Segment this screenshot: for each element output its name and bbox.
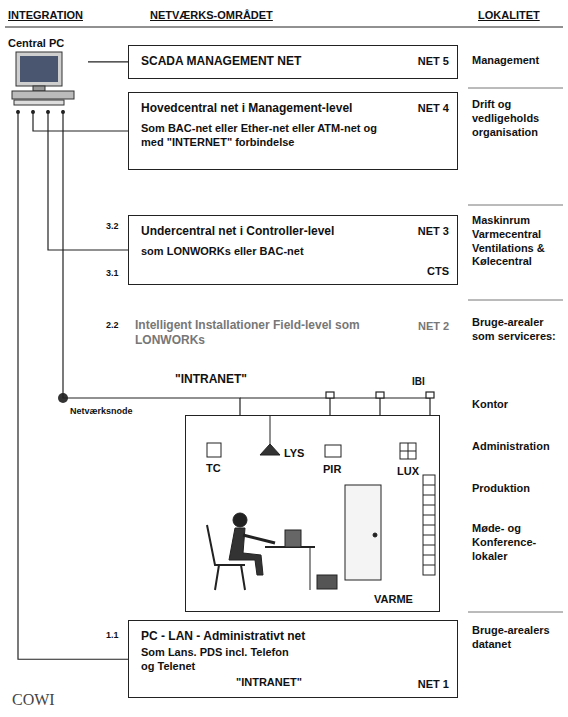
- node-text: Som BAC-net eller Ether-net eller ATM-ne…: [141, 121, 397, 150]
- node-text: TC: [206, 461, 221, 475]
- network-line: [33, 110, 128, 131]
- node-text: LUX: [397, 464, 419, 478]
- node-text: CTS: [427, 264, 449, 278]
- screen: [20, 56, 58, 82]
- column-header: INTEGRATION: [8, 9, 83, 23]
- network-name: "INTRANET": [175, 372, 247, 387]
- bus-tap: [429, 398, 430, 415]
- lamp-cord: [270, 415, 271, 445]
- room-box: TC LYS PIR LUX VARME: [185, 415, 440, 612]
- bus-line: [240, 397, 430, 398]
- callout-number: 2.2: [106, 320, 119, 331]
- location-text: Administration: [472, 440, 562, 454]
- callout-number: 1.1: [106, 630, 119, 641]
- bus-coupler: [426, 392, 434, 398]
- node-text: Som Lans. PDS incl. Telefon og Telenet: [141, 645, 291, 674]
- column-rule: [468, 300, 563, 301]
- company-logo: COWI: [12, 690, 55, 710]
- radiator-fins: [423, 485, 435, 565]
- computer-node: Central PC: [8, 36, 88, 110]
- base-unit: [12, 91, 74, 99]
- location-text: Management: [472, 54, 562, 68]
- network-line: [88, 61, 128, 62]
- column-header: LOKALITET: [478, 9, 540, 23]
- computer-icon: [12, 52, 74, 114]
- header-rule: [5, 27, 563, 28]
- network-box: Hovedcentral net i Management-levelSom B…: [128, 92, 458, 170]
- location-text: Maskinrum Varmecentral Ventilations & Kø…: [472, 214, 562, 269]
- node-text: NET 5: [418, 54, 449, 68]
- monitor-stand: [33, 86, 45, 91]
- net-number: NET 2: [418, 320, 449, 334]
- network-line: [18, 110, 128, 659]
- radiator: [423, 475, 435, 575]
- node-text: som LONWORKs eller BAC-net: [141, 244, 397, 258]
- network-line: [48, 110, 128, 250]
- node-text: "INTRANET": [141, 675, 397, 689]
- door-knob: [373, 533, 377, 537]
- floor-unit: [317, 575, 337, 589]
- desk-leg: [310, 547, 311, 590]
- node-text: NET 4: [418, 101, 449, 115]
- network-level-text: Intelligent Installationer Field-level s…: [135, 318, 365, 348]
- callout-number: 3.2: [106, 221, 119, 232]
- location-text: Bruge-arealers datanet: [472, 624, 562, 652]
- person-head: [233, 513, 247, 527]
- desk-monitor: [285, 530, 301, 547]
- room-illustration: [207, 415, 435, 590]
- column-header: NETVÆRKS-OMRÅDET: [150, 9, 273, 23]
- monitor: [16, 52, 62, 86]
- thermostat-icon: [207, 443, 221, 457]
- node-text: Central PC: [8, 36, 64, 50]
- node-text: NET 1: [418, 677, 449, 691]
- location-text: Produktion: [472, 482, 562, 496]
- network-box: SCADA MANAGEMENT NET NET 5: [128, 45, 458, 79]
- bus-coupler: [376, 392, 384, 398]
- keyboard: [14, 100, 64, 105]
- location-text: Kontor: [472, 398, 562, 412]
- lux-cross: [400, 443, 416, 459]
- chair: [207, 525, 245, 590]
- node-text: VARME: [374, 592, 413, 606]
- network-line: [63, 110, 240, 415]
- pir-sensor: [325, 445, 341, 457]
- node-text: PIR: [323, 462, 341, 476]
- door: [345, 485, 381, 580]
- column-rule: [468, 612, 563, 613]
- network-node-label: Netværksnode: [70, 406, 133, 417]
- location-text: Bruge-arealer som serviceres:: [472, 316, 562, 344]
- node-text: LYS: [284, 446, 304, 460]
- bus-tap: [329, 398, 330, 415]
- node-text: NET 3: [418, 224, 449, 238]
- person-arm: [243, 535, 275, 543]
- node-text: SCADA MANAGEMENT NET: [141, 54, 397, 70]
- bus-tap: [379, 398, 380, 415]
- lux-sensor: [400, 443, 416, 459]
- node-text: Hovedcentral net i Management-level: [141, 101, 397, 117]
- node-text: Undercentral net i Controller-level: [141, 224, 397, 240]
- location-text: Møde- og Konference-lokaler: [472, 522, 562, 563]
- bus-label: IBI: [412, 376, 425, 389]
- column-rule: [468, 88, 563, 89]
- callout-number: 3.1: [106, 268, 119, 279]
- column-rule: [468, 205, 563, 206]
- bus-coupler: [326, 392, 334, 398]
- network-box: PC - LAN - Administrativt netSom Lans. P…: [128, 620, 458, 698]
- node-text: PC - LAN - Administrativt net: [141, 629, 397, 645]
- network-box: Undercentral net i Controller-level som L…: [128, 215, 458, 285]
- location-text: Drift og vedligeholds organisation: [472, 98, 562, 139]
- lamp: [260, 444, 280, 455]
